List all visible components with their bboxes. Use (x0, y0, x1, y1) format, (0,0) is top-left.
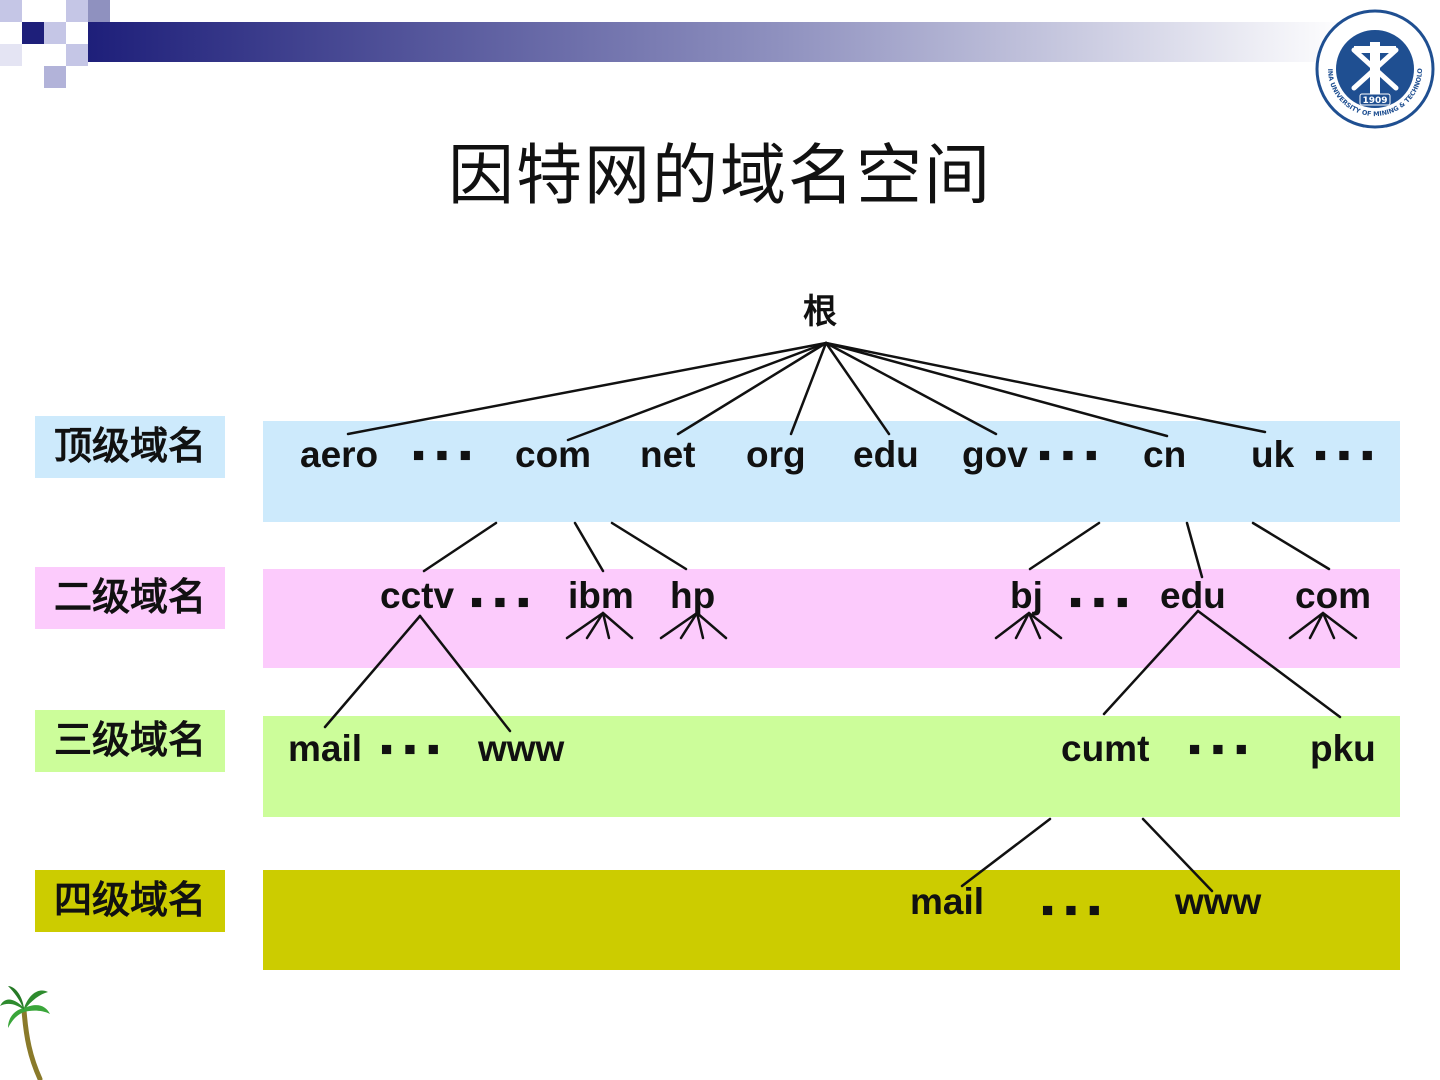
top-level-band (263, 421, 1400, 522)
edge-com-hp (610, 521, 688, 571)
node-root: 根 (803, 292, 837, 332)
node-www-fourth: www (1174, 881, 1262, 922)
node-net: net (640, 434, 696, 475)
edge-edu-cumt (1102, 609, 1200, 716)
edge-root-gov (824, 341, 998, 436)
header-square (88, 0, 110, 22)
node-uk: uk (1251, 434, 1295, 475)
tree-edges (323, 341, 1358, 893)
node-pku: pku (1310, 728, 1376, 769)
edge-com-ibm (573, 521, 605, 573)
header-square (44, 66, 66, 88)
ellipsis-group: ▪ ▪ ▪ ▪ ▪ ▪ ▪ ▪ ▪ ▪ ▪ ▪ ▪ ▪ ▪ ▪ ▪ ▪ ▪ ▪ … (380, 434, 1374, 930)
ellipsis-second-2: ▪ ▪ ▪ (1069, 581, 1129, 622)
label-top-level: 顶级域名 (35, 416, 225, 478)
svg-text:1909: 1909 (1362, 96, 1387, 106)
fan-ibm (565, 611, 634, 640)
label-fourth-level: 四级域名 (35, 870, 225, 932)
node-www-third: www (477, 728, 565, 769)
header-square (0, 44, 22, 66)
edge-root-uk (824, 341, 1267, 434)
edge-root-cn (824, 341, 1169, 438)
fan-bj (994, 611, 1063, 640)
node-edu-second: edu (1160, 575, 1226, 616)
node-mail-fourth: mail (910, 881, 984, 922)
node-hp: hp (670, 575, 715, 616)
third-level-band (263, 716, 1400, 817)
edge-edu-pku (1196, 609, 1342, 719)
edge-cn-edu (1185, 521, 1204, 579)
ellipsis-fourth-1: ▪ ▪ ▪ (1041, 889, 1101, 930)
second-level-band (263, 569, 1400, 668)
edge-root-org (789, 341, 828, 436)
ellipsis-third-2: ▪ ▪ ▪ (1188, 728, 1248, 769)
node-ibm: ibm (568, 575, 634, 616)
header-square (22, 22, 44, 44)
ellipsis-top-3: ▪ ▪ ▪ (1314, 434, 1374, 475)
ellipsis-top-2: ▪ ▪ ▪ (1038, 434, 1098, 475)
node-aero: aero (300, 434, 378, 475)
edge-cctv-mail (323, 614, 422, 729)
university-seal-icon: 1909 CHINA UNIVERSITY OF MINING & TECHNO… (1314, 8, 1435, 129)
edge-com-cctv (422, 521, 498, 573)
header-band (0, 0, 1348, 88)
node-cumt: cumt (1061, 728, 1149, 769)
header-square (66, 44, 88, 66)
node-cn: cn (1143, 434, 1186, 475)
fourth-level-band (263, 870, 1400, 970)
node-com-second: com (1295, 575, 1371, 616)
edge-root-net (676, 341, 828, 436)
edge-root-com (566, 341, 828, 442)
node-edu: edu (853, 434, 919, 475)
ellipsis-top-1: ▪ ▪ ▪ (412, 434, 472, 475)
fan-hp (659, 611, 728, 640)
slide-title: 因特网的域名空间 (448, 137, 992, 214)
node-cctv: cctv (380, 575, 454, 616)
header-square (44, 22, 66, 44)
node-mail-third: mail (288, 728, 362, 769)
label-third-level: 三级域名 (35, 710, 225, 772)
node-org: org (746, 434, 806, 475)
ellipsis-second-1: ▪ ▪ ▪ (470, 581, 530, 622)
fan-com (1288, 611, 1358, 640)
palm-tree-icon (0, 986, 50, 1080)
node-bj: bj (1010, 575, 1043, 616)
edge-cn-com (1251, 521, 1331, 571)
ellipsis-third-1: ▪ ▪ ▪ (380, 728, 440, 769)
edge-root-edu (824, 341, 891, 436)
edge-cumt-mail (960, 817, 1052, 888)
label-second-level: 二级域名 (35, 567, 225, 629)
edge-root-aero (346, 341, 828, 436)
edge-cumt-www (1141, 817, 1214, 893)
header-square (66, 0, 88, 22)
node-com: com (515, 434, 591, 475)
edge-cn-bj (1028, 521, 1101, 571)
edge-cctv-www (418, 614, 512, 733)
header-square (0, 0, 22, 22)
node-gov: gov (962, 434, 1028, 475)
